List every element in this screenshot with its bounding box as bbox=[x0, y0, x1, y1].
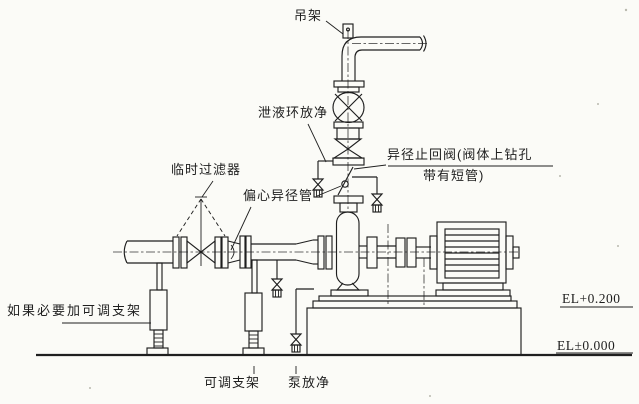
baseplate bbox=[318, 295, 512, 302]
shaft-coupling bbox=[359, 236, 431, 269]
label-elevation-baseplate: EL+0.200 bbox=[562, 291, 621, 306]
suction-pipe bbox=[123, 196, 318, 269]
hanger-clamp bbox=[342, 23, 354, 39]
pipe-open-end bbox=[423, 35, 427, 52]
foundation-block bbox=[306, 307, 522, 356]
label-adjustable-support: 可调支架 bbox=[204, 375, 261, 390]
scan-specks bbox=[89, 8, 628, 397]
pump bbox=[317, 195, 369, 297]
pump-casing bbox=[335, 211, 360, 286]
seal-flush-drain-valve bbox=[311, 160, 333, 198]
label-reducing-check-valve-line1: 异径止回阀(阀体上钻孔 bbox=[387, 147, 533, 162]
motor-pedestal bbox=[442, 282, 504, 291]
check-valve-short-pipe-drain bbox=[352, 176, 384, 213]
discharge-elbow-and-hanger bbox=[341, 23, 427, 81]
label-eccentric-reducer: 偏心异径管 bbox=[243, 188, 314, 203]
adjustable-support-middle bbox=[242, 259, 265, 356]
adjustable-support-left bbox=[146, 262, 169, 356]
motor-pedestal bbox=[435, 289, 511, 297]
pump-drain-valve bbox=[289, 288, 314, 353]
label-hanger: 吊架 bbox=[294, 8, 323, 23]
label-elevation-ground: EL±0.000 bbox=[557, 338, 616, 353]
hanger-pin-hole bbox=[346, 27, 350, 32]
leader-lines bbox=[62, 20, 633, 374]
label-adjustable-support-note: 如果必要加可调支架 bbox=[7, 303, 143, 318]
strainer-valve-body bbox=[186, 239, 202, 265]
discharge-reducer-spool bbox=[337, 166, 354, 196]
pipe-open-end bbox=[123, 240, 128, 264]
motor bbox=[429, 221, 520, 297]
label-temporary-strainer: 临时过滤器 bbox=[171, 162, 242, 177]
label-seal-flush-drain: 泄液环放净 bbox=[258, 105, 329, 120]
suction-drain-valve bbox=[270, 260, 284, 298]
discharge-gate-valve bbox=[332, 80, 365, 129]
label-pump-drain: 泵放净 bbox=[288, 375, 331, 390]
label-reducing-check-valve-line2: 带有短管) bbox=[423, 168, 485, 183]
foundation bbox=[306, 295, 522, 356]
reducing-check-valve bbox=[332, 127, 365, 166]
baseplate bbox=[312, 300, 518, 309]
pipe-open-end bbox=[419, 36, 424, 51]
pump-foot bbox=[335, 282, 361, 291]
temporary-cone-strainer bbox=[176, 196, 226, 266]
